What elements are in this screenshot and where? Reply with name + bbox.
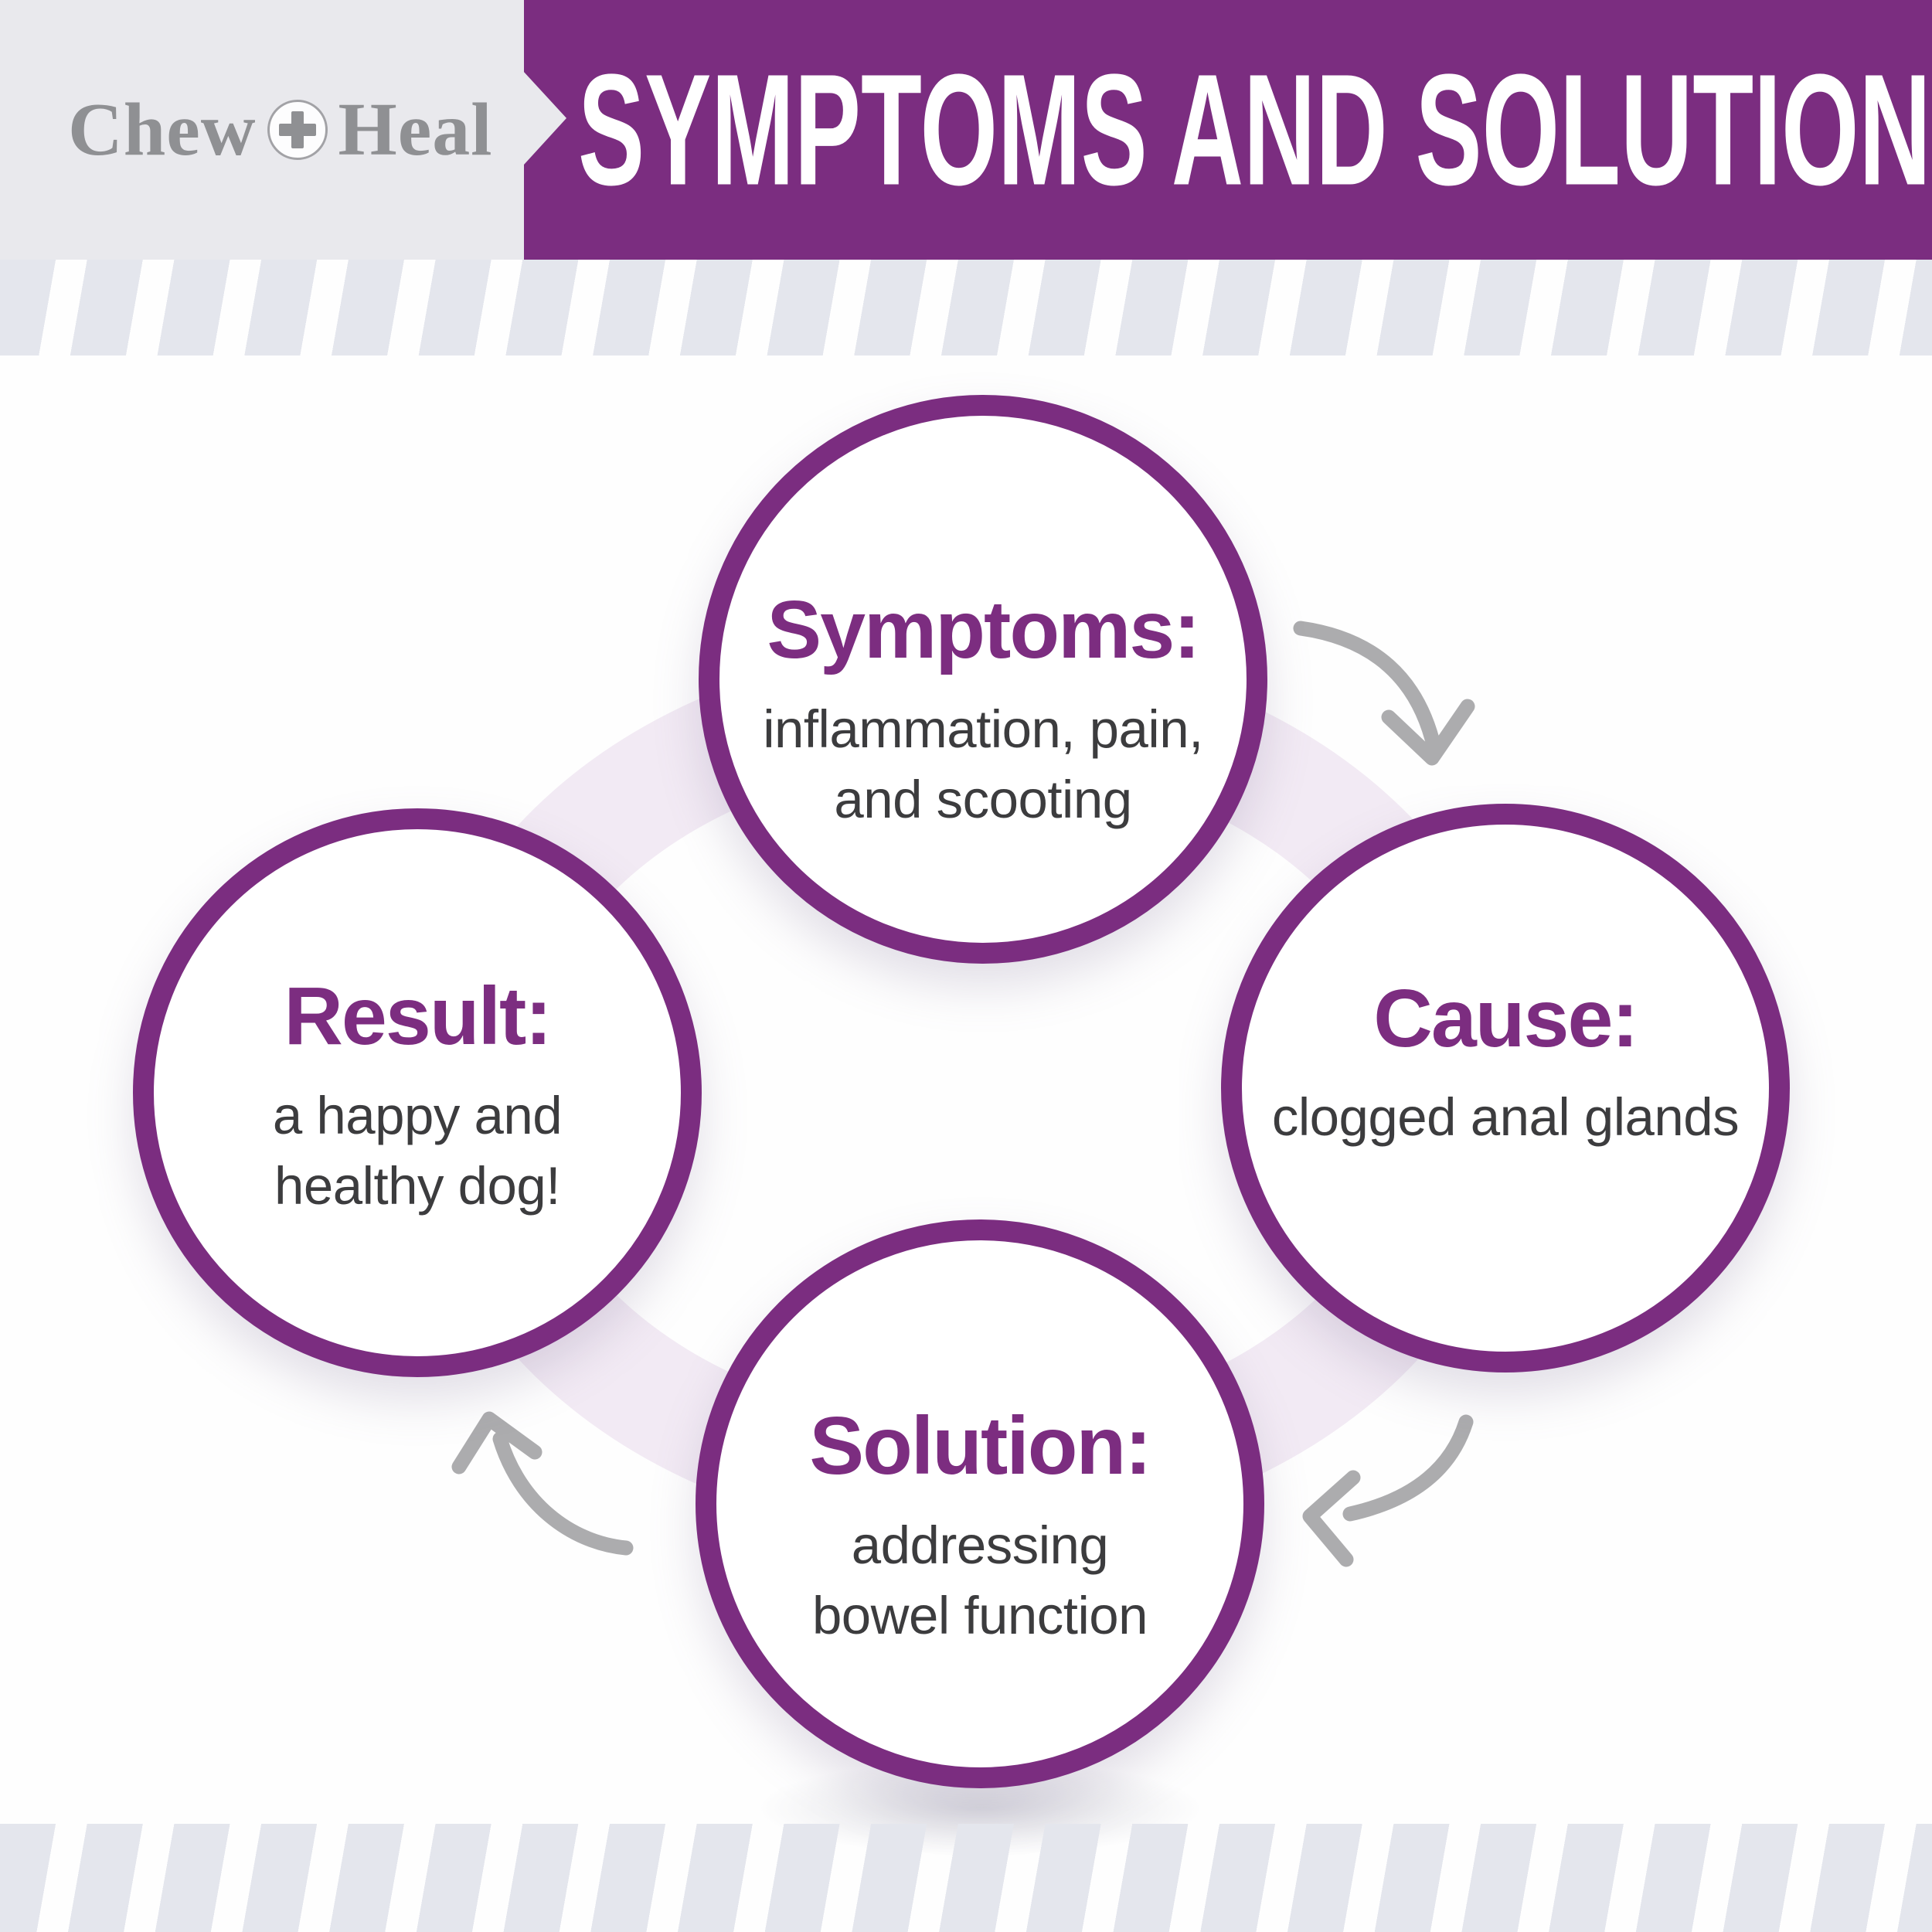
arrow-solution-to-result-icon	[451, 1411, 634, 1556]
stripe-band-bottom	[0, 1824, 1932, 1932]
node-result: Result: a happy and healthy dog!	[133, 808, 702, 1377]
logo-box: Chew Heal	[0, 0, 566, 260]
node-symptoms-line: and scooting	[834, 769, 1132, 829]
node-cause-line: clogged anal glands	[1271, 1087, 1740, 1148]
arrow-symptoms-to-cause-icon	[1293, 621, 1475, 766]
node-result-line: healthy dog!	[274, 1155, 560, 1216]
stripe-band-top	[0, 260, 1932, 355]
page-title: SYMPTOMS AND SOLUTIONS	[578, 41, 1932, 219]
node-solution-heading: Solution:	[809, 1400, 1151, 1492]
node-result-heading: Result:	[284, 971, 552, 1063]
node-symptoms: Symptoms: inflammation, pain, and scooti…	[699, 395, 1267, 964]
node-solution-line: bowel function	[811, 1585, 1148, 1645]
logo-word-chew: Chew	[68, 88, 257, 172]
cross-bar-horizontal	[278, 124, 316, 136]
title-banner	[524, 0, 1932, 260]
node-solution: Solution: addressing bowel function	[696, 1219, 1264, 1788]
medical-cross-icon	[267, 100, 328, 160]
logo-word-heal: Heal	[338, 88, 493, 172]
node-result-line: a happy and	[272, 1085, 563, 1145]
node-solution-line: addressing	[851, 1515, 1109, 1575]
node-symptoms-heading: Symptoms:	[767, 584, 1200, 676]
chew-heal-logo: Chew Heal	[68, 0, 493, 260]
header: Chew Heal SYMPTOMS AND SOLUTIONS	[0, 0, 1932, 260]
node-cause-heading: Cause:	[1373, 972, 1638, 1064]
node-cause: Cause: clogged anal glands	[1221, 804, 1790, 1372]
arrow-cause-to-solution-icon	[1302, 1414, 1474, 1567]
node-symptoms-line: inflammation, pain,	[763, 699, 1203, 759]
